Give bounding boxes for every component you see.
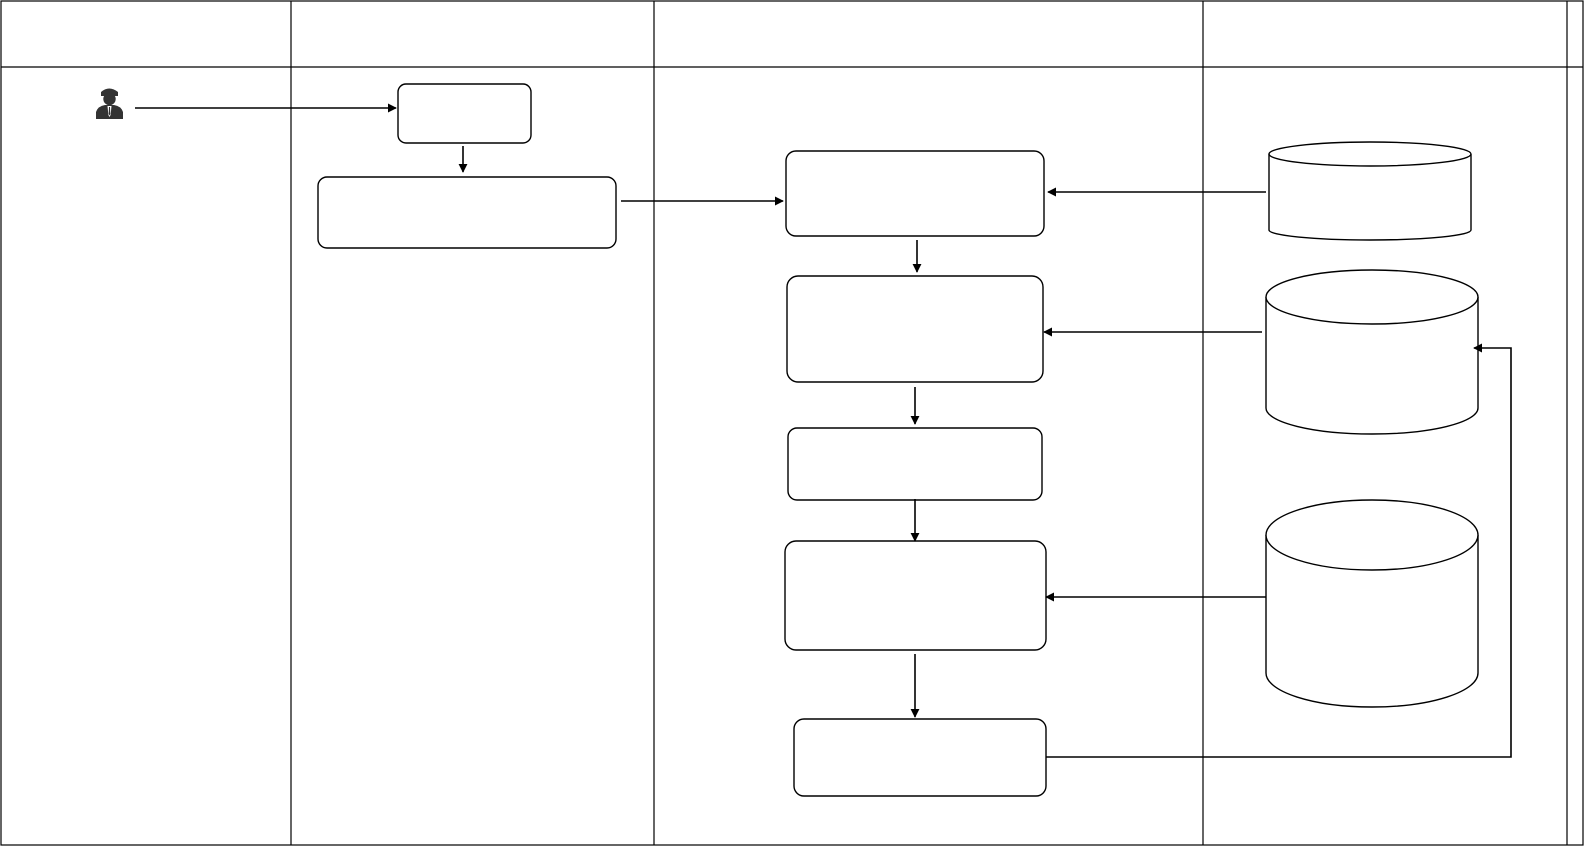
process-box-7 (793, 718, 1047, 797)
process-box-4 (786, 275, 1044, 383)
process-box-5 (787, 427, 1043, 501)
database-3 (1265, 499, 1479, 708)
connector-box-7-to-db-2 (1046, 343, 1512, 758)
database-2 (1265, 269, 1479, 435)
process-box-1 (397, 83, 532, 144)
process-box-3 (785, 150, 1045, 237)
database-1 (1268, 141, 1472, 241)
user-icon (96, 88, 123, 119)
process-box-2 (317, 176, 617, 249)
process-box-6 (784, 540, 1047, 651)
